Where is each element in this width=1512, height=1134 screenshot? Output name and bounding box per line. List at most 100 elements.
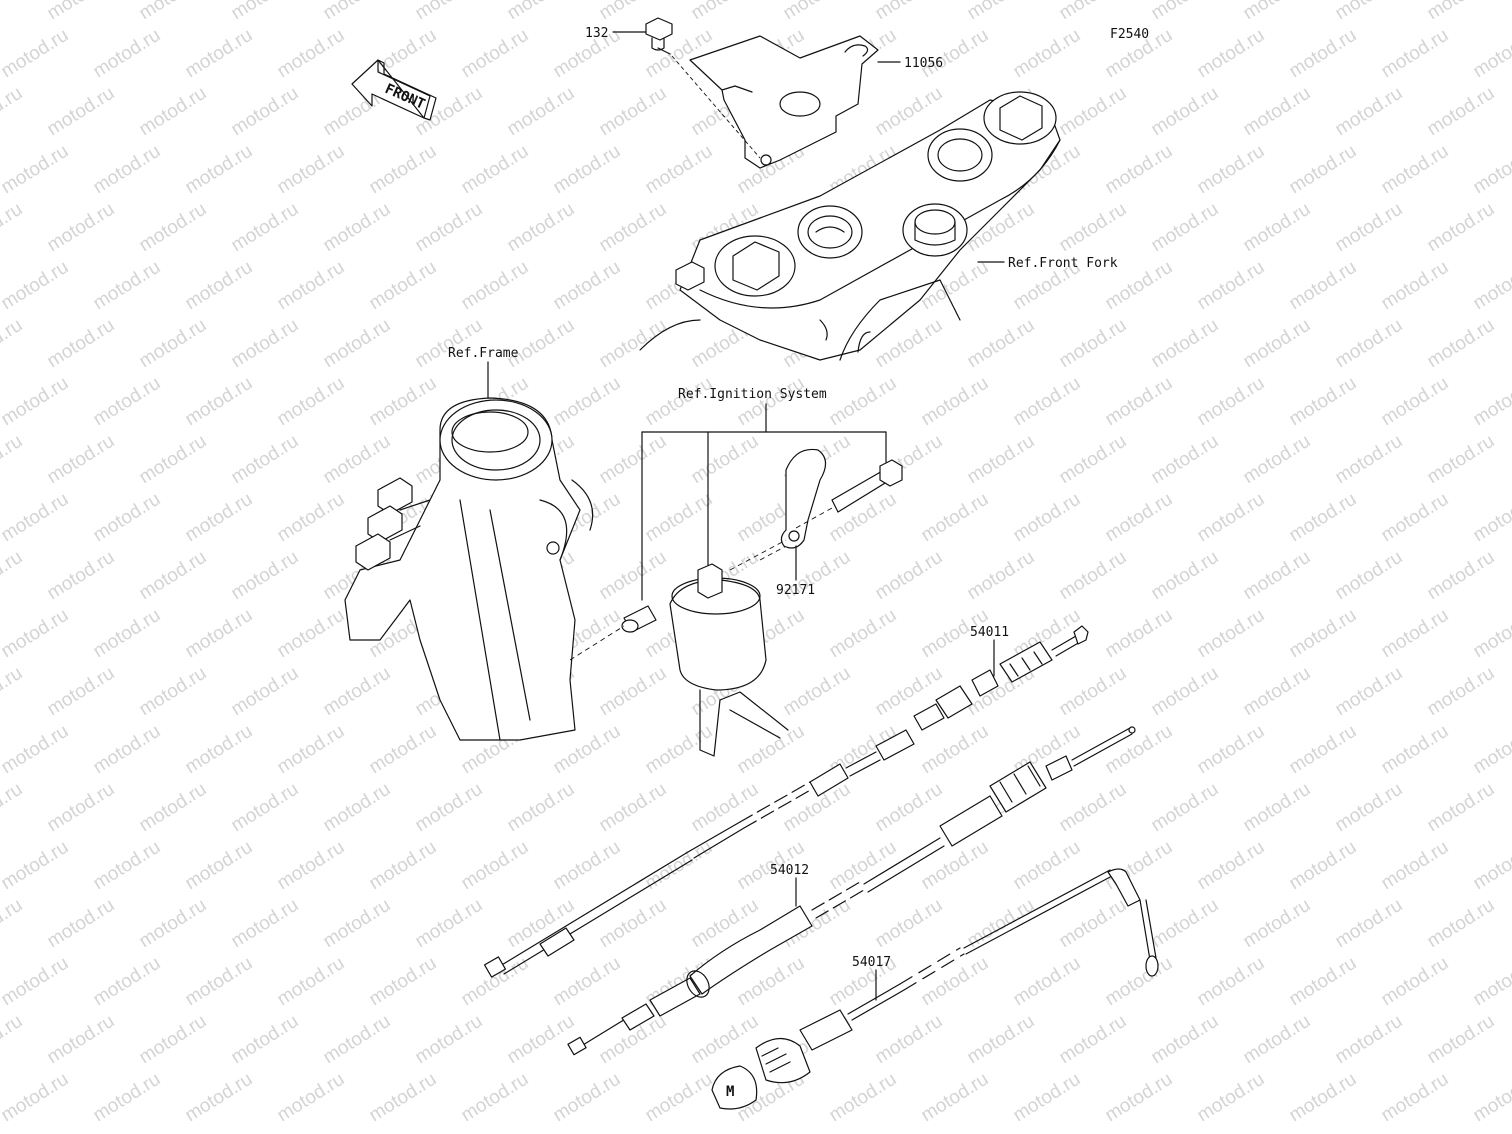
watermark-text: motod.ru xyxy=(1148,1011,1223,1069)
watermark-text: motod.ru xyxy=(228,547,303,605)
watermark-text: motod.ru xyxy=(1240,431,1315,489)
watermark-text: motod.ru xyxy=(412,779,487,837)
watermark-text: motod.ru xyxy=(1102,605,1177,663)
watermark-text: motod.ru xyxy=(320,895,395,953)
watermark-text: motod.ru xyxy=(320,0,395,24)
watermark-text: motod.ru xyxy=(1470,373,1512,431)
watermark-text: motod.ru xyxy=(228,0,303,24)
watermark-text: motod.ru xyxy=(366,721,441,779)
watermark-text: motod.ru xyxy=(44,547,119,605)
watermark-text: motod.ru xyxy=(1378,953,1453,1011)
watermark-text: motod.ru xyxy=(596,431,671,489)
watermark-text: motod.ru xyxy=(44,83,119,141)
watermark-text: motod.ru xyxy=(412,0,487,24)
watermark-text: motod.ru xyxy=(1056,315,1131,373)
label-54012: 54012 xyxy=(770,863,809,878)
watermark-text: motod.ru xyxy=(918,721,993,779)
watermark-text: motod.ru xyxy=(872,83,947,141)
watermark-text: motod.ru xyxy=(550,373,625,431)
watermark-text: motod.ru xyxy=(964,547,1039,605)
watermark-text: motod.ru xyxy=(136,0,211,24)
watermark-text: motod.ru xyxy=(366,953,441,1011)
watermark-text: motod.ru xyxy=(182,257,257,315)
watermark-text: motod.ru xyxy=(412,199,487,257)
watermark-text: motod.ru xyxy=(918,489,993,547)
watermark-text: motod.ru xyxy=(228,663,303,721)
watermark-text: motod.ru xyxy=(596,663,671,721)
watermark-text: motod.ru xyxy=(1470,605,1512,663)
cable-54011 xyxy=(483,625,1089,978)
watermark-text: motod.ru xyxy=(0,1011,26,1069)
watermark-text: motod.ru xyxy=(872,0,947,24)
watermark-text: motod.ru xyxy=(182,141,257,199)
watermark-text: motod.ru xyxy=(136,1011,211,1069)
watermark-text: motod.ru xyxy=(1194,837,1269,895)
label-54011: 54011 xyxy=(970,625,1009,640)
watermark-text: motod.ru xyxy=(90,489,165,547)
watermark-text: motod.ru xyxy=(504,83,579,141)
watermark-text: motod.ru xyxy=(1332,0,1407,24)
watermark-text: motod.ru xyxy=(826,1069,901,1127)
watermark-text: motod.ru xyxy=(182,721,257,779)
watermark-text: motod.ru xyxy=(366,1069,441,1127)
watermark-text: motod.ru xyxy=(182,25,257,83)
watermark-text: motod.ru xyxy=(872,895,947,953)
watermark-text: motod.ru xyxy=(136,547,211,605)
watermark-text: motod.ru xyxy=(228,315,303,373)
watermark-text: motod.ru xyxy=(274,605,349,663)
watermark-text: motod.ru xyxy=(182,1069,257,1127)
watermark-text: motod.ru xyxy=(1286,141,1361,199)
watermark-text: motod.ru xyxy=(1010,837,1085,895)
watermark-text: motod.ru xyxy=(642,721,717,779)
watermark-text: motod.ru xyxy=(136,895,211,953)
watermark-text: motod.ru xyxy=(0,83,26,141)
watermark-text: motod.ru xyxy=(918,25,993,83)
label-54017: 54017 xyxy=(852,955,891,970)
watermark-text: motod.ru xyxy=(1010,25,1085,83)
watermark-text: motod.ru xyxy=(596,547,671,605)
watermark-text: motod.ru xyxy=(1470,257,1512,315)
watermark-text: motod.ru xyxy=(0,895,26,953)
watermark-text: motod.ru xyxy=(872,779,947,837)
watermark-text: motod.ru xyxy=(274,141,349,199)
watermark-text: motod.ru xyxy=(0,25,72,83)
watermark-text: motod.ru xyxy=(1102,141,1177,199)
watermark-text: motod.ru xyxy=(504,0,579,24)
watermark-text: motod.ru xyxy=(1378,373,1453,431)
diagram-code: F2540 xyxy=(1110,27,1149,42)
watermark-text: motod.ru xyxy=(0,663,26,721)
watermark-text: motod.ru xyxy=(136,315,211,373)
watermark-text: motod.ru xyxy=(90,1069,165,1127)
front-arrow-icon: FRONT xyxy=(351,59,437,121)
watermark-text: motod.ru xyxy=(1424,199,1499,257)
watermark-text: motod.ru xyxy=(550,953,625,1011)
watermark-text: motod.ru xyxy=(228,83,303,141)
watermark-text: motod.ru xyxy=(1424,0,1499,24)
watermark-text: motod.ru xyxy=(274,953,349,1011)
watermark-text: motod.ru xyxy=(1424,315,1499,373)
watermark-text: motod.ru xyxy=(1010,953,1085,1011)
watermark-text: motod.ru xyxy=(0,315,26,373)
watermark-text: motod.ru xyxy=(1332,779,1407,837)
watermark-text: motod.ru xyxy=(320,779,395,837)
watermark-text: motod.ru xyxy=(320,431,395,489)
watermark-text: motod.ru xyxy=(90,25,165,83)
watermark-text: motod.ru xyxy=(1286,489,1361,547)
cable-54012 xyxy=(567,726,1136,1056)
watermark-text: motod.ru xyxy=(1194,953,1269,1011)
watermark-text: motod.ru xyxy=(1148,663,1223,721)
watermark-text: motod.ru xyxy=(90,605,165,663)
watermark-text: motod.ru xyxy=(1194,1069,1269,1127)
watermark-text: motod.ru xyxy=(596,779,671,837)
watermark-text: motod.ru xyxy=(1194,605,1269,663)
cable-54017: M xyxy=(711,868,1159,1110)
watermark-text: motod.ru xyxy=(1148,315,1223,373)
watermark-text: motod.ru xyxy=(918,953,993,1011)
label-ref-frame: Ref.Frame xyxy=(448,346,519,361)
watermark-text: motod.ru xyxy=(596,315,671,373)
watermark-text: motod.ru xyxy=(1240,83,1315,141)
watermark-text: motod.ru xyxy=(1378,25,1453,83)
watermark-text: motod.ru xyxy=(90,257,165,315)
